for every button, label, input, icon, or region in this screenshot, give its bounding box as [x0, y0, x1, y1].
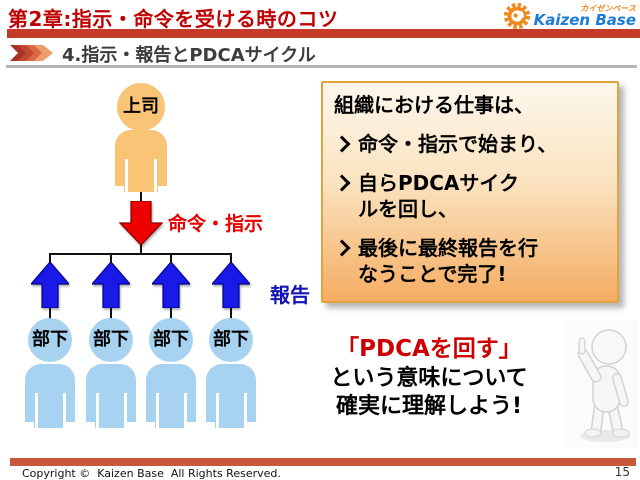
header-divider-bar — [7, 29, 640, 38]
page-title: 第2章:指示・命令を受ける時のコツ — [8, 7, 339, 31]
report-up-arrow-icon — [31, 262, 69, 308]
report-up-arrow-icon — [152, 262, 190, 308]
report-up-arrow-icon — [212, 262, 250, 308]
tree-line — [49, 253, 232, 255]
connector-line — [230, 308, 232, 319]
copyright-text: Copyright © Kaizen Base All Rights Reser… — [22, 467, 281, 480]
subordinate-person-head: 部下 — [89, 318, 133, 362]
command-down-arrow-icon — [119, 201, 163, 246]
bullet-text: 自らPDCAサイク ルを回し、 — [358, 171, 520, 221]
subordinate-person-body — [206, 364, 256, 428]
kaizen-base-logo: カイゼンベース Kaizen Base — [502, 1, 636, 31]
bullet-item: 命令・指示で始まり、 — [332, 131, 608, 157]
logo-en-text: Kaizen Base — [533, 10, 636, 29]
report-arrow-label: 報告 — [270, 283, 310, 307]
subordinate-person-head: 部下 — [28, 318, 72, 362]
subordinate-person-body — [25, 364, 75, 428]
tree-line — [110, 255, 112, 263]
bullet-item: 最後に最終報告を行 なうことで完了! — [332, 235, 608, 287]
info-box: 組織における仕事は、 命令・指示で始まり、 自らPDCAサイク ルを回し、 最後… — [321, 81, 619, 303]
message-line-1: 「PDCAを回す」 — [336, 336, 522, 362]
tree-line — [140, 245, 142, 254]
connector-line — [170, 308, 172, 319]
tree-line — [170, 255, 172, 263]
boss-person-body — [115, 130, 167, 192]
section-underline — [6, 65, 637, 68]
triple-chevron-icon — [10, 45, 53, 61]
bullet-text: 命令・指示で始まり、 — [358, 132, 558, 156]
boss-torso — [115, 130, 167, 192]
gear-icon — [503, 2, 530, 30]
logo-jp-text: カイゼンベース — [580, 3, 636, 13]
thumbs-up-figure — [565, 320, 638, 448]
message-line-2: という意味について — [330, 366, 528, 391]
section-title: 4.指示・報告とPDCAサイクル — [62, 45, 316, 66]
page-number: 15 — [614, 465, 630, 479]
subordinate-person-head: 部下 — [149, 318, 193, 362]
logo-text: カイゼンベース Kaizen Base — [533, 3, 636, 29]
info-box-intro: 組織における仕事は、 — [334, 93, 534, 117]
subordinate-person-body — [146, 364, 196, 428]
command-arrow-label: 命令・指示 — [168, 213, 264, 235]
arrowhead-bullet-icon — [333, 135, 351, 153]
subordinate-person-body — [86, 364, 136, 428]
arrowhead-bullet-icon — [333, 239, 351, 257]
arrowhead-bullet-icon — [333, 174, 351, 192]
bullet-item: 自らPDCAサイク ルを回し、 — [332, 170, 608, 222]
footer-divider-bar — [10, 458, 636, 466]
message-block: 「PDCAを回す」 という意味について 確実に理解しよう! — [301, 334, 557, 421]
boss-person-head: 上司 — [117, 83, 165, 131]
subordinate-person-head: 部下 — [209, 318, 253, 362]
message-line-3: 確実に理解しよう! — [335, 394, 523, 419]
connector-line — [49, 308, 51, 319]
connector-line — [140, 192, 142, 201]
connector-line — [110, 308, 112, 319]
tree-line — [49, 255, 51, 263]
report-up-arrow-icon — [92, 262, 130, 308]
tree-line — [230, 255, 232, 263]
bullet-text: 最後に最終報告を行 なうことで完了! — [358, 236, 538, 286]
